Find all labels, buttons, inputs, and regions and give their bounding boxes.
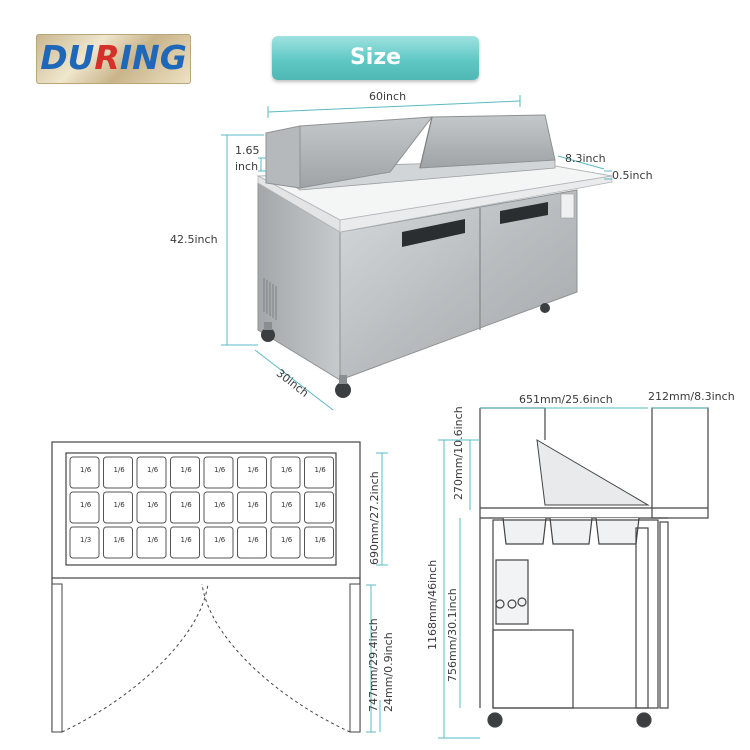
pan-label: 1/6 — [214, 501, 226, 509]
dim-side-total: 1168mm/46inch — [426, 560, 439, 650]
pan-cell — [203, 491, 234, 524]
pan-cell — [69, 491, 100, 524]
pan-label: 1/6 — [80, 501, 92, 509]
lid-left — [299, 116, 434, 189]
pan-label: 1/6 — [281, 501, 293, 509]
dim-side-lid: 270mm/10.6inch — [452, 406, 465, 500]
product-3d — [256, 114, 613, 398]
pan-cell — [203, 456, 234, 489]
door-right-thickness — [349, 583, 361, 733]
pan-label: 1/6 — [248, 466, 260, 474]
pan-label: 1/6 — [281, 466, 293, 474]
dimension-lines-side — [438, 407, 708, 739]
pan-label: 1/6 — [281, 536, 293, 544]
pan-label: 1/6 — [114, 536, 126, 544]
dim-board-depth: 8.3inch — [565, 152, 606, 165]
door-handle-left — [402, 219, 465, 247]
door-left-thickness — [51, 583, 63, 733]
pan-cell — [170, 526, 200, 559]
pan-cell — [103, 526, 133, 559]
pan-label: 1/6 — [214, 466, 226, 474]
door-handle-right — [500, 202, 548, 224]
vent-grille — [263, 278, 277, 320]
dim-width: 60inch — [369, 90, 406, 103]
dim-board-thick: 0.5inch — [612, 169, 653, 182]
pan-label: 1/6 — [248, 536, 260, 544]
door-swing-right — [201, 583, 351, 733]
lid-right — [419, 114, 556, 169]
size-button[interactable]: Size — [272, 36, 479, 80]
dim-door-thick: 24mm/0.9inch — [382, 632, 395, 712]
pan-cell — [103, 456, 133, 489]
side-board — [651, 407, 709, 519]
pan-cell — [237, 456, 267, 489]
pan-label: 1/6 — [214, 536, 226, 544]
dim-side-board: 212mm/8.3inch — [648, 390, 735, 403]
dim-side-depth: 651mm/25.6inch — [519, 393, 613, 406]
pan-cell — [304, 526, 334, 559]
side-lid — [536, 439, 650, 506]
side-view — [479, 407, 709, 728]
pan-label: 1/6 — [114, 501, 126, 509]
pan-label: 1/6 — [248, 501, 260, 509]
spec-label — [560, 193, 575, 219]
dim-height: 42.5inch — [170, 233, 218, 246]
brand-logo: DURING — [36, 34, 191, 84]
pan-cell — [136, 456, 167, 489]
pan-label: 1/6 — [315, 501, 327, 509]
dim-side-body: 756mm/30.1inch — [446, 588, 459, 682]
pan-cell — [203, 526, 234, 559]
pan-cell — [69, 456, 100, 489]
door-swing-left — [61, 583, 209, 733]
pan-label: 1/6 — [147, 501, 159, 509]
pan-cell — [103, 491, 133, 524]
dimension-lines-3d — [221, 95, 612, 411]
pan-label: 1/6 — [181, 466, 193, 474]
pan-cell — [270, 526, 301, 559]
pan-label: 1/6 — [147, 536, 159, 544]
pan-cell — [304, 491, 334, 524]
pan-cell — [270, 491, 301, 524]
dim-depth: 30inch — [274, 367, 311, 400]
side-caster-right — [636, 712, 652, 728]
pan-label: 1/6 — [181, 536, 193, 544]
dim-door-swing: 747mm/29.4inch — [367, 618, 380, 712]
compressor-box — [495, 559, 529, 625]
dimension-lines-top — [366, 452, 388, 733]
pan-cell — [304, 456, 334, 489]
pan-label: 1/3 — [80, 536, 91, 544]
side-caster-left — [487, 712, 503, 728]
pan-cell — [136, 526, 167, 559]
dim-top-width: 690mm/27.2inch — [368, 471, 381, 565]
pan-label: 1/6 — [147, 466, 159, 474]
pan-cell — [237, 491, 267, 524]
dim-lid-height-2: inch — [235, 160, 258, 173]
cabinet-front — [339, 189, 578, 381]
top-view: 1/6 1/6 1/6 1/6 1/6 1/6 1/6 1/6 1/6 1/6 1/6 1/6 1/6 1… — [51, 441, 361, 733]
pan-cell — [170, 456, 200, 489]
pan-label: 1/6 — [315, 466, 327, 474]
pan-cell — [237, 526, 267, 559]
caster-wheels — [261, 303, 550, 398]
pan-cell — [170, 491, 200, 524]
pan-grid: 1/6 1/6 1/6 1/6 1/6 1/6 1/6 1/6 1/6 1/6 1/6 1/6 1/6 1… — [69, 456, 334, 559]
pan-label: 1/6 — [80, 466, 92, 474]
pan-cell — [270, 456, 301, 489]
dim-lid-height-1: 1.65 — [235, 144, 260, 157]
pan-label: 1/6 — [181, 501, 193, 509]
pan-cell — [136, 491, 167, 524]
pan-cell — [69, 526, 100, 559]
brand-logo-text: DURING — [40, 38, 187, 77]
pan-label: 1/6 — [114, 466, 126, 474]
pan-label: 1/6 — [315, 536, 327, 544]
